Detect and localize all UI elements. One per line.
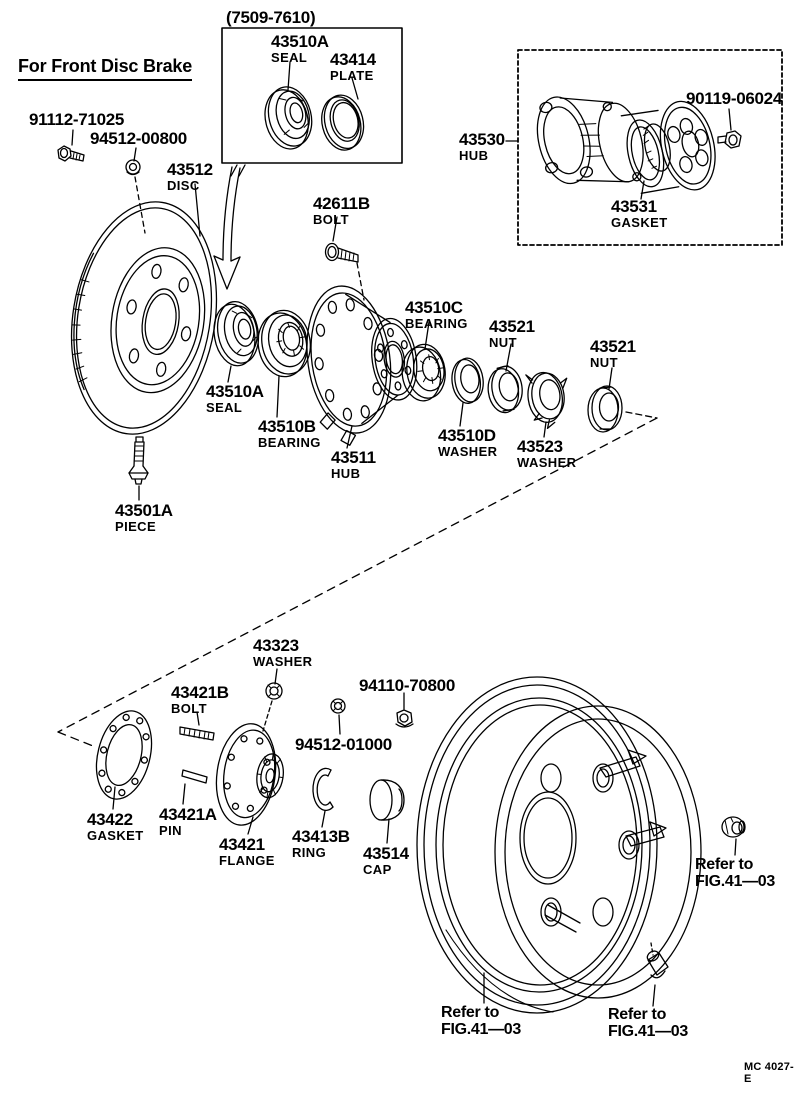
part-label-43421a: 43421A PIN <box>159 805 217 838</box>
part-label-43510c: 43510C BEARING <box>405 298 468 331</box>
nut-94110-drawing <box>395 692 414 728</box>
inset-caption: (7509-7610) <box>226 8 316 27</box>
seal-43510a-drawing <box>213 300 260 367</box>
part-label-43501a: 43501A PIECE <box>115 501 173 534</box>
part-label-43413b: 43413B RING <box>292 827 350 860</box>
part-label-43422: 43422 GASKET <box>87 810 144 843</box>
lug-nut-drawing <box>721 816 746 856</box>
part-label-43414: 43414 PLATE <box>330 50 376 83</box>
part-label-43530: 43530 HUB <box>459 130 505 163</box>
bearing-43510b-drawing <box>257 309 311 378</box>
washer-43323-drawing <box>262 668 283 732</box>
part-label-91112-71025: 91112-71025 <box>29 110 125 129</box>
pin-43421a-drawing <box>181 769 208 805</box>
part-label-94512-00800: 94512-00800 <box>90 129 187 148</box>
nut-43521-outer-drawing <box>587 385 623 433</box>
part-label-43421b: 43421B BOLT <box>171 683 229 716</box>
bolt-91112-drawing <box>57 129 85 162</box>
part-label-43514: 43514 CAP <box>363 844 409 877</box>
brake-disc-drawing <box>70 201 218 435</box>
part-label-43521-inner: 43521 NUT <box>489 317 535 350</box>
wheel-drawing <box>416 676 702 1014</box>
hub-43511-drawing <box>306 285 418 446</box>
disc-leader <box>194 183 201 237</box>
part-label-43510d: 43510D WASHER <box>438 426 498 459</box>
piece-43501a-drawing <box>128 436 149 501</box>
part-label-94110-70800: 94110-70800 <box>359 676 455 695</box>
hub-assy-box <box>505 49 783 246</box>
part-label-43512: 43512 DISC <box>167 160 213 193</box>
inset-box <box>221 27 403 177</box>
part-label-43521-outer: 43521 NUT <box>590 337 636 370</box>
bolt-42611b-drawing <box>324 216 365 301</box>
cap-43514-drawing <box>369 779 405 821</box>
part-label-43323: 43323 WASHER <box>253 636 313 669</box>
figure-code: MC 4027-E <box>744 1061 794 1085</box>
part-label-42611b: 42611B BOLT <box>313 194 370 227</box>
page-title: For Front Disc Brake <box>18 56 192 81</box>
flange-43421-drawing <box>215 723 284 826</box>
washer-43510d-drawing <box>451 357 484 404</box>
bearing-43510c-drawing <box>401 343 446 402</box>
nut-94512-00800-drawing <box>125 147 146 234</box>
refer-label-valve: Refer to FIG.41—03 <box>608 1006 689 1041</box>
part-label-43511: 43511 HUB <box>331 448 376 481</box>
ring-43413b-drawing <box>312 767 334 811</box>
part-label-43523: 43523 WASHER <box>517 437 577 470</box>
part-label-43510a: 43510A SEAL <box>206 382 264 415</box>
part-label-43510a-inset: 43510A SEAL <box>271 32 329 65</box>
refer-label-lug-nut: Refer to FIG.41—03 <box>695 856 776 891</box>
refer-label-wheel: Refer to FIG.41—03 <box>441 1004 522 1039</box>
gasket-43422-drawing <box>95 710 153 800</box>
part-label-43510b: 43510B BEARING <box>258 417 321 450</box>
washer-43523-drawing <box>525 371 568 430</box>
part-label-43531: 43531 GASKET <box>611 197 668 230</box>
inset-arrow <box>213 166 241 290</box>
nut-94512-01000-drawing <box>330 698 346 735</box>
locator-dashed-lines <box>57 411 658 747</box>
part-label-94512-01000: 94512-01000 <box>295 735 392 754</box>
part-label-90119-06024: 90119-06024 <box>686 89 782 108</box>
nut-43521-inner-drawing <box>487 365 523 414</box>
valve-stem-drawing <box>646 942 669 1007</box>
bolt-43421b-drawing <box>179 711 215 741</box>
part-label-43421: 43421 FLANGE <box>219 835 275 868</box>
